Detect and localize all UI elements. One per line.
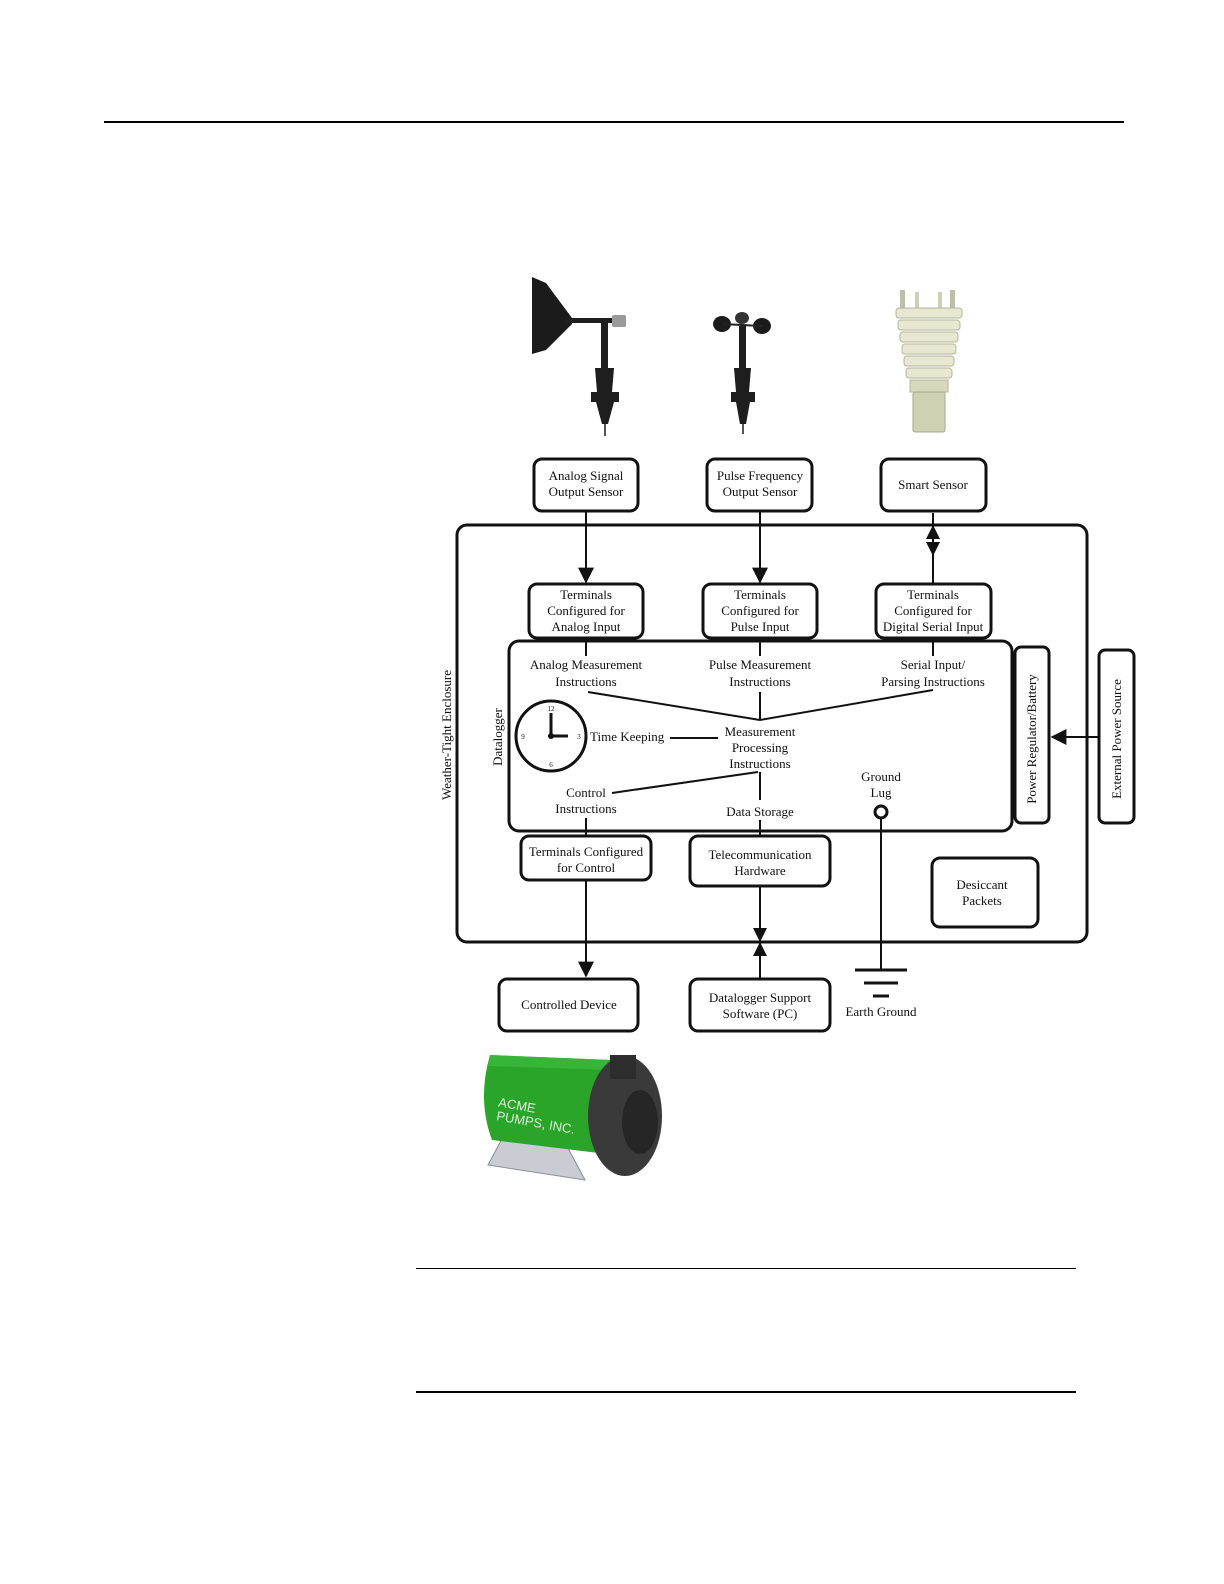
smart-sensor-shield-illustration (895, 290, 963, 433)
serial-to-processing-line (759, 689, 934, 721)
pump-logo-acme: ACME (497, 1095, 537, 1116)
serial-arrow-up (926, 525, 940, 539)
ground-lug-label-2: Lug (871, 785, 892, 800)
pulse-terminals-label-3: Pulse Input (731, 619, 790, 634)
power-regulator-box: Power Regulator/Battery (1013, 645, 1051, 825)
smart-sensor-label: Smart Sensor (898, 477, 968, 492)
desiccant-label-2: Packets (962, 893, 1002, 908)
support-software-box: Datalogger Support Software (PC) (688, 977, 832, 1033)
acme-pump-illustration: ACME PUMPS, INC. (483, 1055, 662, 1181)
analog-sensor-box: Analog Signal Output Sensor (532, 457, 640, 513)
earth-ground-label: Earth Ground (845, 1004, 917, 1019)
pulse-sensor-box: Pulse Frequency Output Sensor (705, 457, 814, 513)
serial-terminals-box: Terminals Configured for Digital Serial … (874, 582, 993, 640)
analog-sensor-label-2: Output Sensor (549, 484, 624, 499)
pulse-sensor-label-2: Output Sensor (723, 484, 798, 499)
telecom-label-1: Telecommunication (708, 847, 812, 862)
wind-vane-illustration (532, 277, 626, 436)
control-terminals-label-2: for Control (557, 860, 616, 875)
control-instructions-label-1: Control (566, 785, 606, 800)
telecom-arrow-down (753, 928, 767, 942)
analog-terminals-label-3: Analog Input (552, 619, 621, 634)
control-instructions-label-2: Instructions (555, 801, 616, 816)
caption-top-rule (416, 1268, 1076, 1269)
serial-instructions-label-1: Serial Input/ (901, 657, 966, 672)
pulse-terminals-label-2: Configured for (721, 603, 799, 618)
controlled-device-label: Controlled Device (521, 997, 617, 1012)
processing-label-2: Processing (732, 740, 789, 755)
analog-terminals-label-1: Terminals (560, 587, 612, 602)
external-power-label: External Power Source (1109, 679, 1124, 799)
serial-terminals-label-1: Terminals (907, 587, 959, 602)
enclosure-label: Weather-Tight Enclosure (439, 670, 454, 800)
caption-bottom-rule (416, 1391, 1076, 1393)
processing-label-3: Instructions (729, 756, 790, 771)
power-regulator-label: Power Regulator/Battery (1024, 674, 1039, 804)
pulse-terminals-label-1: Terminals (734, 587, 786, 602)
clock-number-6: 6 (549, 761, 553, 769)
telecom-label-2: Hardware (734, 863, 785, 878)
processing-label-1: Measurement (725, 724, 796, 739)
pulse-instructions-label-1: Pulse Measurement (709, 657, 812, 672)
processing-to-control-line (611, 771, 759, 794)
telecom-arrow-up (753, 942, 767, 956)
datalogger-label: Datalogger (490, 707, 505, 765)
external-power-box: External Power Source (1097, 648, 1136, 825)
clock-number-12: 12 (548, 705, 556, 713)
controlled-device-box: Controlled Device (497, 977, 640, 1033)
earth-ground-icon (855, 968, 907, 998)
serial-terminals-label-2: Configured for (894, 603, 972, 618)
weather-tight-enclosure (455, 523, 1089, 944)
clock-number-3: 3 (577, 733, 581, 741)
pulse-sensor-label-1: Pulse Frequency (717, 468, 804, 483)
page-top-rule (104, 121, 1124, 123)
pulse-instructions-label-2: Instructions (729, 674, 790, 689)
analog-terminals-label-2: Configured for (547, 603, 625, 618)
analog-instructions-label-1: Analog Measurement (530, 657, 643, 672)
serial-instructions-label-2: Parsing Instructions (881, 674, 985, 689)
desiccant-packets-box: Desiccant Packets (930, 856, 1040, 929)
serial-arrow-down (926, 542, 940, 556)
analog-to-processing-line (587, 691, 761, 721)
cup-anemometer-illustration (713, 312, 771, 434)
analog-sensor-label-1: Analog Signal (549, 468, 624, 483)
desiccant-label-1: Desiccant (956, 877, 1008, 892)
analog-instructions-label-2: Instructions (555, 674, 616, 689)
ground-lug-icon (873, 804, 889, 820)
clock-number-9: 9 (521, 733, 525, 741)
smart-sensor-box: Smart Sensor (879, 457, 988, 513)
serial-terminals-label-3: Digital Serial Input (883, 619, 984, 634)
time-keeping-label: Time Keeping (590, 729, 665, 744)
support-software-label-2: Software (PC) (723, 1006, 798, 1021)
analog-terminals-box: Terminals Configured for Analog Input (527, 582, 645, 640)
pulse-terminals-box: Terminals Configured for Pulse Input (701, 582, 819, 640)
telecom-hardware-box: Telecommunication Hardware (688, 834, 832, 888)
data-storage-label: Data Storage (726, 804, 794, 819)
control-terminals-label-1: Terminals Configured (529, 844, 644, 859)
support-software-label-1: Datalogger Support (709, 990, 812, 1005)
ground-lug-label-1: Ground (861, 769, 901, 784)
clock-icon: 12 3 6 9 (514, 699, 588, 773)
control-terminals-box: Terminals Configured for Control (519, 834, 653, 882)
